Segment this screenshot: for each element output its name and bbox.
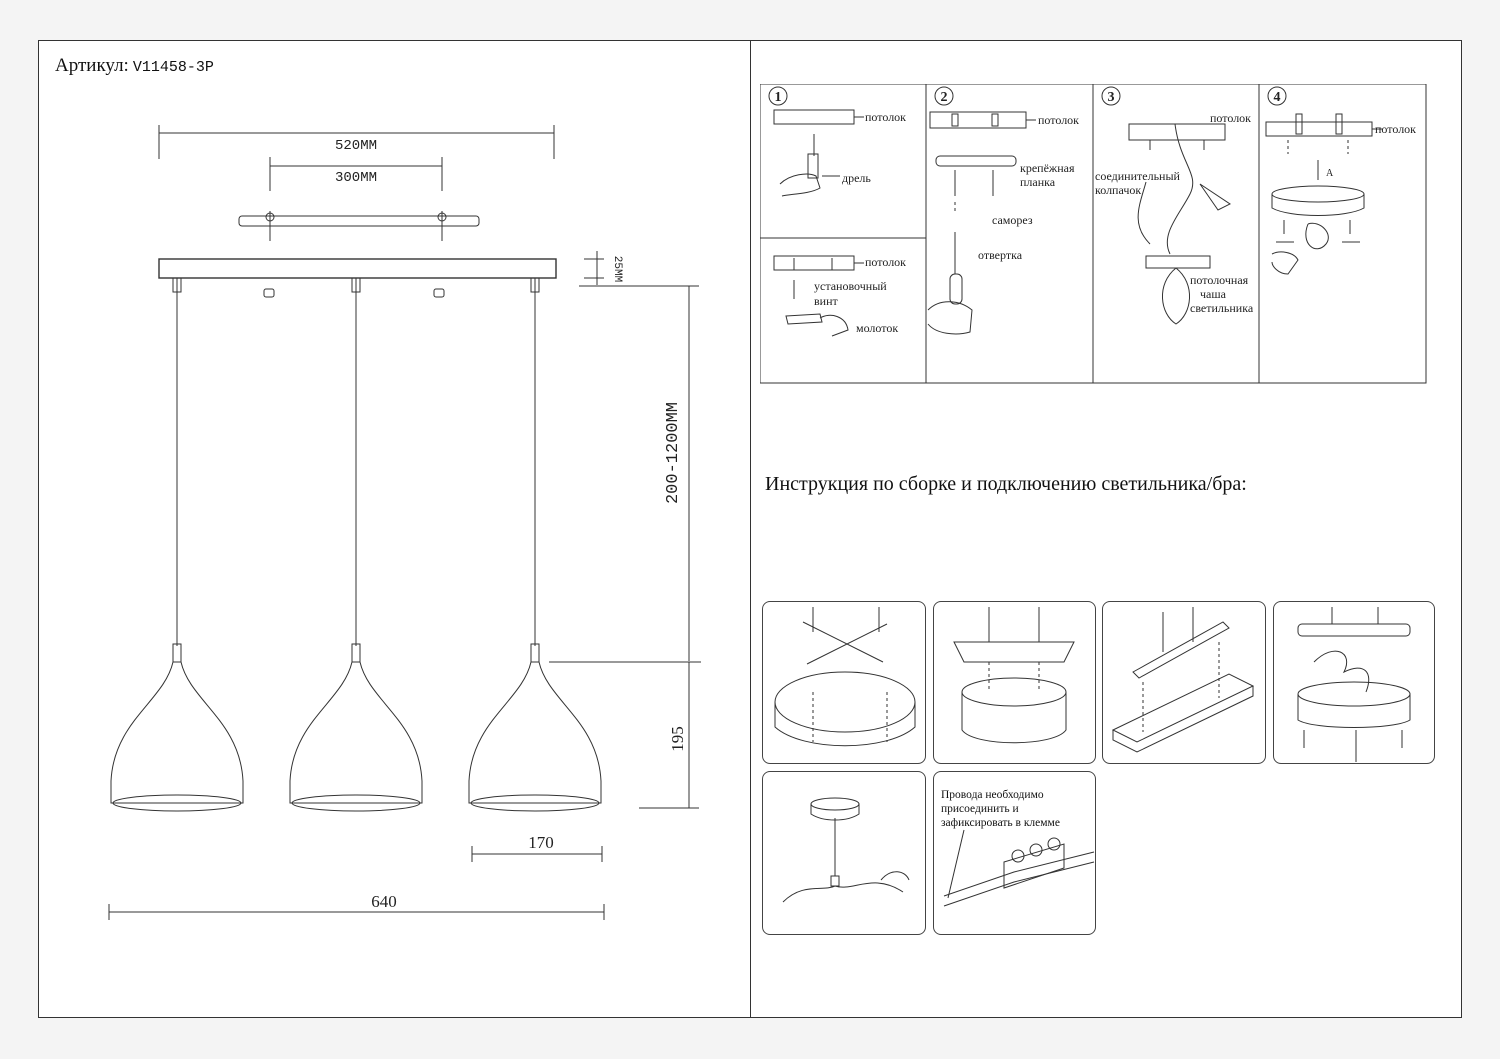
wiring-note: Провода необходимо присоединить и зафикс… xyxy=(941,788,1060,830)
step-2-ceiling-label: потолок xyxy=(1038,113,1079,127)
illustration-wire-connection xyxy=(1273,601,1435,764)
step-2-bracket-line2: планка xyxy=(1020,175,1056,189)
illustration-pendant-assembly xyxy=(762,771,926,935)
terminal-block-drawing xyxy=(943,829,1095,907)
step-2-self-tap-label: саморез xyxy=(992,213,1033,227)
dim-suspension-label: 200-1200MM xyxy=(664,402,683,504)
step-2-screwdriver-label: отвертка xyxy=(978,248,1023,262)
step-3-ceiling-label: потолок xyxy=(1210,111,1251,125)
wiring-note-line3: зафиксировать в клемме xyxy=(941,817,1060,829)
step-1-ceiling2-label: потолок xyxy=(865,255,906,269)
wiring-note-line1: Провода необходимо xyxy=(941,789,1044,801)
instruction-heading: Инструкция по сборке и подключению свети… xyxy=(765,473,1247,495)
step-1-ceiling-label: потолок xyxy=(865,110,906,124)
step-4-number: 4 xyxy=(1274,90,1281,105)
article-code: V11458-3P xyxy=(132,59,214,76)
dim-25-label: 25MM xyxy=(611,256,623,282)
step-1-drill-label: дрель xyxy=(842,171,871,185)
rect-canopy-drawing xyxy=(1111,607,1255,753)
mounting-steps: 1 2 3 4 потолок дрель потолок установочн… xyxy=(760,84,1427,384)
step-1-number: 1 xyxy=(775,90,782,105)
illustration-bracket-ring xyxy=(933,601,1096,764)
dimension-drawing: 520MM 300MM 25MM 200-1200MM 195 170 640 xyxy=(108,125,701,920)
dim-195-label: 195 xyxy=(668,726,687,752)
step-3-cap-line1: соединительный xyxy=(1095,169,1181,183)
dim-300-label: 300MM xyxy=(335,170,377,186)
wire-connection-drawing xyxy=(1297,607,1411,762)
step-3-cup-line3: светильника xyxy=(1190,301,1254,315)
step-4-ceiling-label: потолок xyxy=(1375,122,1416,136)
dim-170-label: 170 xyxy=(528,833,554,852)
step-1-screw-line1: установочный xyxy=(814,279,887,293)
step-2-number: 2 xyxy=(941,90,948,105)
pendant-assembly-drawing xyxy=(782,797,910,903)
dim-520-label: 520MM xyxy=(335,138,377,154)
step-2-bracket-line1: крепёжная xyxy=(1020,161,1075,175)
article-prefix: Артикул: xyxy=(55,55,129,76)
step-3-number: 3 xyxy=(1108,90,1115,105)
bracket-ring-drawing xyxy=(953,607,1075,744)
step-3-cup-line2: чаша xyxy=(1200,287,1227,301)
wiring-note-line2: присоединить и xyxy=(941,803,1019,815)
illustration-rect-canopy xyxy=(1102,601,1266,764)
step-1-screw-line2: винт xyxy=(814,294,839,308)
dim-640-label: 640 xyxy=(371,892,397,911)
illustration-cross-bracket xyxy=(762,601,926,764)
instruction-sheet: Артикул:V11458-3P xyxy=(38,40,1462,1018)
illustration-terminal-block: Провода необходимо присоединить и зафикс… xyxy=(933,771,1096,935)
page-divider xyxy=(750,41,751,1017)
step-1-hammer-label: молоток xyxy=(856,321,898,335)
step-3-cap-line2: колпачок xyxy=(1095,183,1141,197)
step-3-cup-line1: потолочная xyxy=(1190,273,1249,287)
cross-bracket-drawing xyxy=(774,607,916,747)
step-4-arrow-label: A xyxy=(1326,168,1334,179)
article-label: Артикул:V11458-3P xyxy=(55,55,214,77)
